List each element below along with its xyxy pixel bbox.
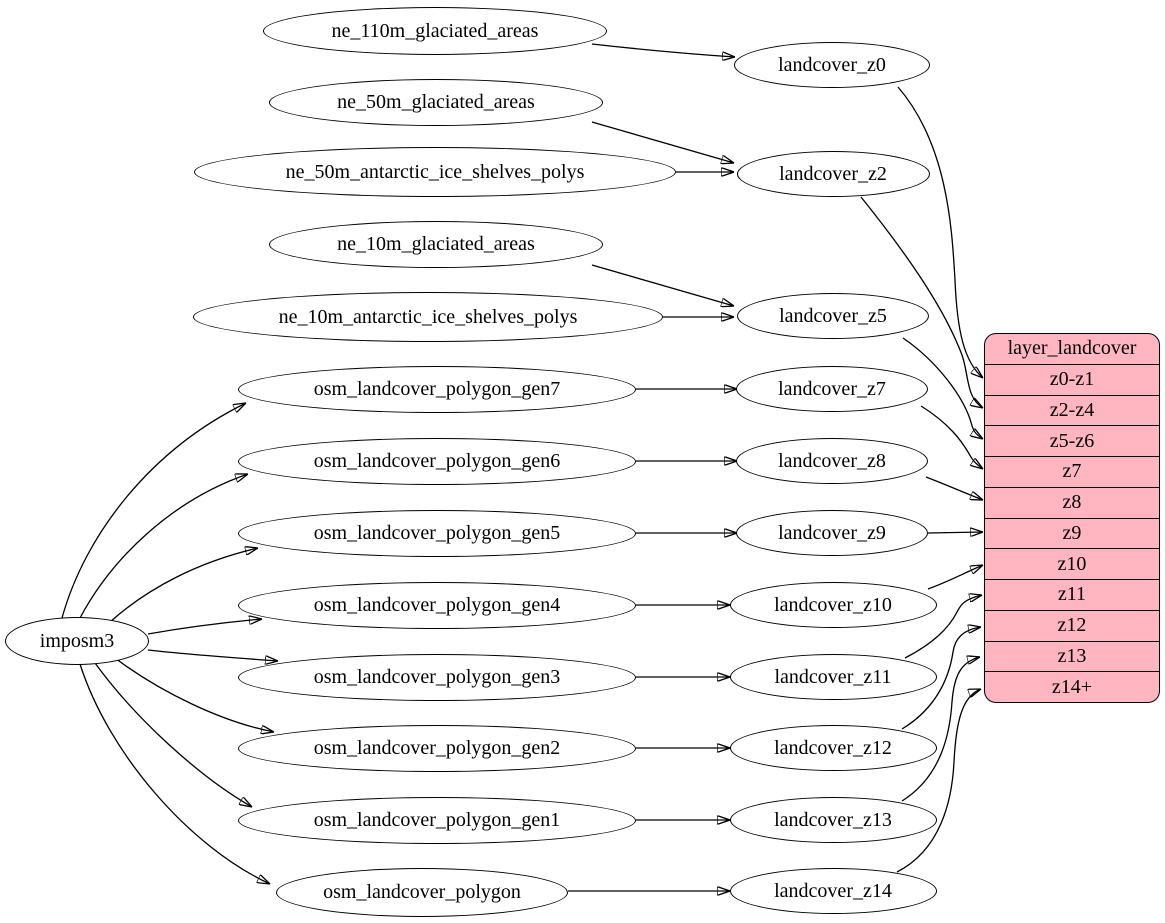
node-imposm3: imposm3	[5, 617, 149, 665]
edge-landcover_z9-to-z9	[927, 532, 983, 533]
edge-landcover_z12-to-z12	[901, 627, 981, 730]
node-landcover_z12: landcover_z12	[729, 725, 937, 771]
node-landcover_z0: landcover_z0	[734, 42, 930, 88]
table-row-z0-z1: z0-z1	[985, 363, 1159, 395]
node-landcover_z13: landcover_z13	[729, 797, 937, 843]
node-osm_landcover_polygon_gen7: osm_landcover_polygon_gen7	[238, 365, 636, 413]
node-landcover_z9: landcover_z9	[736, 510, 928, 556]
node-ne_50m_antarctic_ice_shelves_polys: ne_50m_antarctic_ice_shelves_polys	[194, 147, 676, 197]
node-label: landcover_z2	[779, 163, 887, 185]
edge-imposm3-to-osm_landcover_polygon_gen5	[109, 548, 258, 623]
node-osm_landcover_polygon_gen2: osm_landcover_polygon_gen2	[238, 724, 636, 772]
node-label: osm_landcover_polygon_gen1	[313, 809, 561, 831]
edge-imposm3-to-osm_landcover_polygon_gen6	[79, 474, 248, 619]
node-landcover_z10: landcover_z10	[729, 582, 937, 628]
node-ne_10m_antarctic_ice_shelves_polys: ne_10m_antarctic_ice_shelves_polys	[193, 292, 663, 342]
table-row-z11: z11	[985, 579, 1159, 610]
table-row-z2-z4: z2-z4	[985, 394, 1159, 426]
table-row-z8: z8	[985, 486, 1159, 518]
node-label: landcover_z8	[778, 450, 886, 472]
node-label: ne_50m_antarctic_ice_shelves_polys	[285, 161, 585, 183]
edge-landcover_z0-to-z0-z1	[897, 86, 983, 378]
table-row-z9: z9	[985, 517, 1159, 549]
node-osm_landcover_polygon: osm_landcover_polygon	[276, 867, 568, 917]
node-label: landcover_z13	[774, 809, 892, 831]
node-landcover_z7: landcover_z7	[736, 366, 928, 412]
table-row-z5-z6: z5-z6	[985, 425, 1159, 456]
node-label: ne_10m_antarctic_ice_shelves_polys	[278, 306, 578, 328]
node-label: landcover_z14	[774, 880, 892, 902]
node-landcover_z14: landcover_z14	[729, 868, 937, 914]
edge-landcover_z13-to-z13	[901, 657, 980, 802]
edge-landcover_z14-to-z14+	[896, 689, 981, 873]
node-osm_landcover_polygon_gen4: osm_landcover_polygon_gen4	[238, 581, 636, 629]
node-osm_landcover_polygon_gen1: osm_landcover_polygon_gen1	[238, 796, 636, 844]
node-label: osm_landcover_polygon_gen2	[313, 737, 561, 759]
node-landcover_z2: landcover_z2	[736, 151, 930, 197]
node-label: landcover_z10	[774, 594, 892, 616]
node-label: osm_landcover_polygon_gen4	[313, 594, 561, 616]
node-label: osm_landcover_polygon	[323, 881, 521, 903]
node-label: osm_landcover_polygon_gen3	[313, 666, 561, 688]
table-row-z14+: z14+	[985, 671, 1159, 702]
edge-landcover_z2-to-z2-z4	[860, 196, 983, 408]
node-label: osm_landcover_polygon_gen5	[313, 522, 561, 544]
node-landcover_z8: landcover_z8	[736, 438, 928, 484]
node-label: ne_110m_glaciated_areas	[331, 20, 539, 42]
node-ne_110m_glaciated_areas: ne_110m_glaciated_areas	[263, 7, 607, 55]
edge-landcover_z11-to-z11	[904, 595, 982, 659]
node-ne_50m_glaciated_areas: ne_50m_glaciated_areas	[269, 78, 603, 126]
node-label: ne_50m_glaciated_areas	[337, 91, 535, 113]
edge-imposm3-to-osm_landcover_polygon	[79, 663, 270, 884]
node-osm_landcover_polygon_gen6: osm_landcover_polygon_gen6	[238, 437, 636, 485]
node-label: landcover_z0	[778, 54, 886, 76]
edge-imposm3-to-osm_landcover_polygon_gen4	[147, 619, 262, 635]
edge-ne_110m_glaciated_areas-to-landcover_z0	[591, 43, 735, 57]
node-label: imposm3	[39, 630, 115, 652]
edge-landcover_z10-to-z10	[927, 565, 983, 590]
node-label: ne_10m_glaciated_areas	[337, 233, 535, 255]
table-row-z13: z13	[985, 640, 1159, 672]
edge-imposm3-to-osm_landcover_polygon_gen3	[147, 649, 278, 661]
table-header: layer_landcover	[1007, 337, 1137, 360]
node-ne_10m_glaciated_areas: ne_10m_glaciated_areas	[269, 220, 603, 268]
node-landcover_z5: landcover_z5	[737, 293, 929, 339]
table-row-z12: z12	[985, 609, 1159, 641]
edge-imposm3-to-osm_landcover_polygon_gen2	[114, 657, 274, 732]
node-label: osm_landcover_polygon_gen7	[313, 378, 561, 400]
edge-landcover_z8-to-z8	[925, 476, 983, 500]
node-osm_landcover_polygon_gen5: osm_landcover_polygon_gen5	[238, 509, 636, 557]
node-label: landcover_z5	[779, 305, 887, 327]
edge-ne_10m_glaciated_areas-to-landcover_z5	[591, 264, 734, 306]
node-label: landcover_z7	[778, 378, 886, 400]
edge-landcover_z7-to-z7	[920, 405, 983, 469]
node-landcover_z11: landcover_z11	[729, 654, 937, 700]
node-osm_landcover_polygon_gen3: osm_landcover_polygon_gen3	[238, 653, 636, 701]
node-label: landcover_z11	[774, 666, 892, 688]
edge-ne_50m_glaciated_areas-to-landcover_z2	[591, 121, 734, 163]
edge-landcover_z5-to-z5-z6	[902, 337, 983, 439]
table-row-z10: z10	[985, 548, 1159, 579]
node-label: landcover_z9	[778, 522, 886, 544]
table-row-z7: z7	[985, 456, 1159, 487]
edge-imposm3-to-osm_landcover_polygon_gen1	[94, 662, 252, 807]
node-label: osm_landcover_polygon_gen6	[313, 450, 561, 472]
node-label: landcover_z12	[774, 737, 892, 759]
edge-imposm3-to-osm_landcover_polygon_gen7	[61, 403, 246, 619]
